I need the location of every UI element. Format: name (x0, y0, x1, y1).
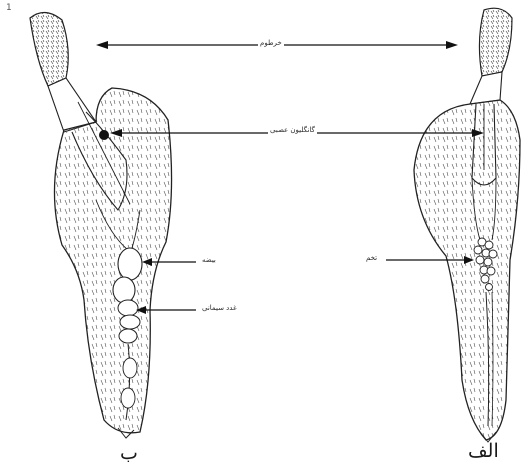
label-nerve-ganglion: گانگلیون عصبی (268, 127, 317, 134)
panel-label-alef: الف (468, 442, 499, 461)
label-eggs: تخم (364, 255, 379, 262)
male-testis-2 (113, 277, 135, 303)
female-trunk (414, 100, 520, 440)
cement-gland-arrow (136, 306, 196, 314)
female-worm (414, 8, 520, 442)
male-trunk (54, 88, 171, 433)
testis-arrow (142, 258, 196, 266)
male-worm (30, 12, 172, 438)
female-proboscis (479, 8, 512, 76)
male-proboscis (30, 12, 68, 86)
male-nerve-ganglion (99, 130, 109, 140)
panel-label-b: ب (120, 444, 138, 463)
male-testis-1 (118, 248, 142, 280)
figure-number: 1 (6, 4, 12, 13)
label-testis: بیضه (200, 257, 218, 264)
label-cement-gland: غدد سیمانی (200, 305, 239, 312)
label-proboscis: خرطوم (258, 40, 284, 47)
